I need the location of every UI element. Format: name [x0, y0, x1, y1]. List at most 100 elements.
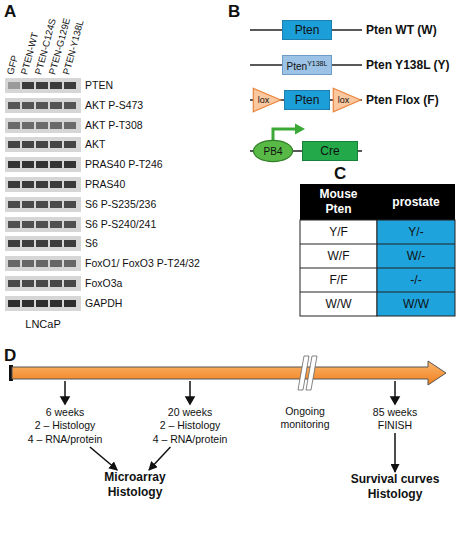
outcome-text: Survival curvesHistology [342, 472, 448, 502]
gene-box: Pten [282, 20, 332, 40]
text-wrap: PtenY138L [287, 57, 328, 73]
text-wrap: 85 weeksFINISH [373, 406, 417, 433]
flow-arrow [90, 447, 117, 470]
table-cell: W/- [377, 249, 455, 263]
timepoint-text: 20 weeks2 – Histology4 – RNA/protein [140, 405, 240, 447]
node-text: 6 weeks [28, 406, 103, 420]
cre-box: Cre [302, 141, 358, 161]
table-header: prostate [377, 195, 455, 210]
mutant-gene-box: PtenY138L [282, 55, 332, 75]
node-text: Cre [320, 144, 339, 159]
blot-band [8, 141, 76, 148]
antibody-label: PTEN [85, 79, 113, 92]
blot-band [8, 240, 76, 247]
superscript-text: Y138L [307, 60, 327, 67]
antibody-label: AKT P-S473 [85, 99, 143, 112]
node-text: Pten [295, 23, 320, 38]
blot-band [8, 122, 76, 129]
text-wrap: 6 weeks2 – Histology4 – RNA/protein [28, 406, 103, 447]
blot-band [8, 161, 76, 168]
text-wrap: lox [258, 94, 277, 106]
blot-band [8, 181, 76, 188]
table-cell: W/W [300, 297, 377, 311]
break-mark [306, 356, 317, 390]
ellipse-shape [253, 140, 292, 161]
text-wrap: PB4 [264, 145, 283, 158]
western-blot [5, 78, 81, 311]
antibody-label: FoxO3a [85, 277, 122, 290]
blot-strip [5, 217, 81, 232]
allele-label: Pten WT (W) [366, 23, 437, 38]
timepoint-arrow [64, 381, 66, 398]
text-wrap: Cre [320, 144, 339, 159]
node-text: Pten [287, 61, 308, 72]
node-text: Survival curves [351, 472, 440, 487]
blot-strip [5, 197, 81, 212]
node-text: Histology [351, 487, 440, 502]
allele-label: Pten Y138L (Y) [366, 58, 450, 73]
table-rule [300, 292, 455, 293]
flow-arrow [394, 433, 396, 472]
promoter-arrow [273, 129, 296, 140]
promoter-ellipse: PB4 [253, 140, 293, 162]
node-text: 20 weeks [153, 406, 228, 420]
genotype-table [300, 184, 455, 316]
panel-letter: A [4, 2, 16, 21]
blot-strip [5, 276, 81, 291]
blot-strip [5, 296, 81, 311]
node-text: Pten [295, 93, 320, 108]
node-text: PB4 [264, 145, 283, 158]
promoter-arrowhead [295, 124, 305, 135]
blot-strip [5, 118, 81, 133]
text-wrap: lox [338, 94, 357, 106]
blot-band [8, 300, 76, 307]
text-wrap: MicroarrayHistology [104, 470, 165, 500]
panel-letter: B [228, 2, 240, 21]
blot-band [8, 260, 76, 267]
timepoint-arrowhead [391, 397, 399, 404]
table-rule [300, 244, 455, 245]
antibody-label: PRAS40 [85, 178, 125, 191]
node-text: 4 – RNA/protein [28, 433, 103, 447]
text-wrap: Pten [295, 93, 320, 108]
blot-band [8, 201, 76, 208]
node-text: FINISH [373, 419, 417, 433]
blot-band [8, 82, 20, 89]
node-text: Histology [104, 485, 165, 500]
timeline-arrow [12, 361, 446, 385]
outcome-text: MicroarrayHistology [82, 470, 188, 500]
triangle-shape [333, 88, 360, 112]
table-header: Mouse Pten [308, 187, 369, 217]
triangle-shape [253, 88, 280, 112]
timepoint-arrowhead [61, 397, 69, 404]
table-header [300, 184, 455, 220]
allele-label: Pten Flox (F) [366, 93, 439, 108]
timepoint-arrow [394, 381, 396, 398]
node-text: 2 – Histology [153, 419, 228, 433]
timeline-note: Ongoing monitoring [272, 405, 338, 431]
blot-band [8, 102, 76, 109]
node-text: 85 weeks [373, 406, 417, 420]
cell-line-label: LNCaP [5, 318, 81, 331]
timepoint-arrowhead [186, 397, 194, 404]
node-text: 2 – Histology [28, 419, 103, 433]
blot-strip [5, 137, 81, 152]
lox-site: lox [253, 88, 281, 112]
blot-strip [5, 236, 81, 251]
antibody-label: GAPDH [85, 297, 122, 310]
blot-strip [5, 98, 81, 113]
antibody-label: S6 P-S240/241 [85, 218, 156, 231]
table-cell: F/F [300, 273, 377, 287]
text-wrap: 20 weeks2 – Histology4 – RNA/protein [153, 406, 228, 447]
node-text: 4 – RNA/protein [153, 433, 228, 447]
table-cell: W/F [300, 249, 377, 263]
table-cell: -/- [377, 273, 455, 287]
antibody-label: S6 P-S235/236 [85, 198, 156, 211]
blot-band [22, 82, 76, 89]
antibody-label: AKT [85, 138, 105, 151]
blot-strip [5, 157, 81, 172]
antibody-label: FoxO1/ FoxO3 P-T24/32 [85, 257, 200, 270]
